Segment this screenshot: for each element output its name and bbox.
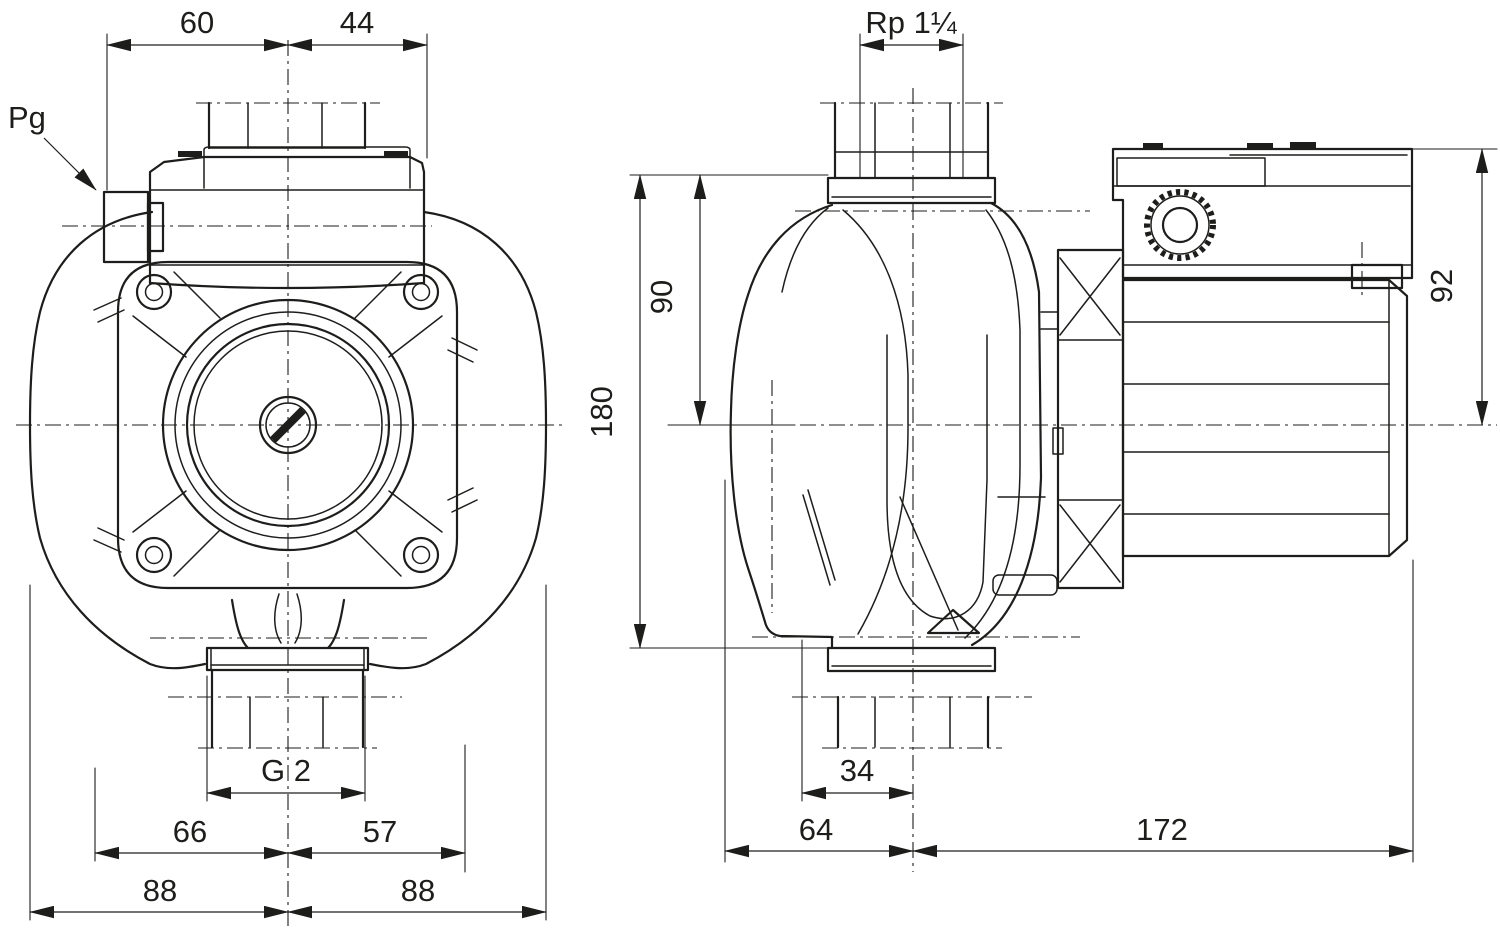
dim-label-57: 57 bbox=[363, 814, 397, 849]
cable-gland bbox=[102, 190, 165, 264]
side-motor-flange bbox=[1056, 248, 1125, 590]
lid-tab bbox=[384, 151, 408, 157]
dim-label-66: 66 bbox=[173, 814, 207, 849]
extension-lines bbox=[29, 33, 1498, 921]
front-view bbox=[16, 40, 564, 926]
lid-tab bbox=[178, 151, 202, 157]
box-tab bbox=[1290, 142, 1316, 148]
dim-label-34: 34 bbox=[840, 753, 874, 788]
cooling-fins bbox=[1116, 157, 1266, 187]
corner-screw bbox=[402, 536, 440, 574]
front-bottom-connection bbox=[205, 593, 370, 749]
side-terminal-box bbox=[1111, 142, 1414, 290]
dim-label-64: 64 bbox=[799, 812, 833, 847]
pg-leader-line bbox=[43, 137, 97, 191]
dim-label-60: 60 bbox=[180, 5, 214, 40]
side-motor-body bbox=[1121, 278, 1409, 558]
dim-label-92: 92 bbox=[1424, 269, 1459, 303]
side-view bbox=[729, 88, 1497, 872]
side-top-pipe bbox=[826, 101, 997, 205]
box-tab bbox=[1247, 143, 1273, 149]
pg-label: Pg bbox=[8, 100, 46, 135]
side-centerlines bbox=[742, 88, 1497, 872]
dim-label-g2: G 2 bbox=[261, 753, 311, 788]
shaft-slotted-screw bbox=[258, 395, 318, 455]
box-tab bbox=[1143, 143, 1163, 149]
side-bottom-connection bbox=[826, 646, 997, 749]
box-foot bbox=[1350, 263, 1404, 290]
dim-label-90: 90 bbox=[644, 280, 679, 314]
dim-label-88-left: 88 bbox=[143, 873, 177, 908]
dimension-lines bbox=[29, 38, 1489, 919]
corner-screw bbox=[135, 536, 173, 574]
side-pump-housing bbox=[729, 201, 1064, 650]
dimension-annotations: 60 44 Pg Rp 1¼ G 2 66 57 88 88 90 180 92… bbox=[8, 5, 1498, 921]
front-motor-rings bbox=[161, 298, 415, 552]
rp-thread-label: Rp 1¼ bbox=[865, 5, 957, 40]
speed-selector-knob bbox=[1144, 189, 1216, 261]
corner-screw bbox=[135, 273, 173, 311]
front-motor-plate bbox=[116, 260, 459, 590]
front-top-pipe bbox=[207, 101, 367, 150]
dim-label-44: 44 bbox=[340, 5, 374, 40]
dim-label-180: 180 bbox=[584, 386, 619, 438]
front-terminal-box bbox=[148, 146, 426, 290]
dim-label-172: 172 bbox=[1136, 812, 1188, 847]
dim-label-88-right: 88 bbox=[401, 873, 435, 908]
corner-screw bbox=[402, 273, 440, 311]
